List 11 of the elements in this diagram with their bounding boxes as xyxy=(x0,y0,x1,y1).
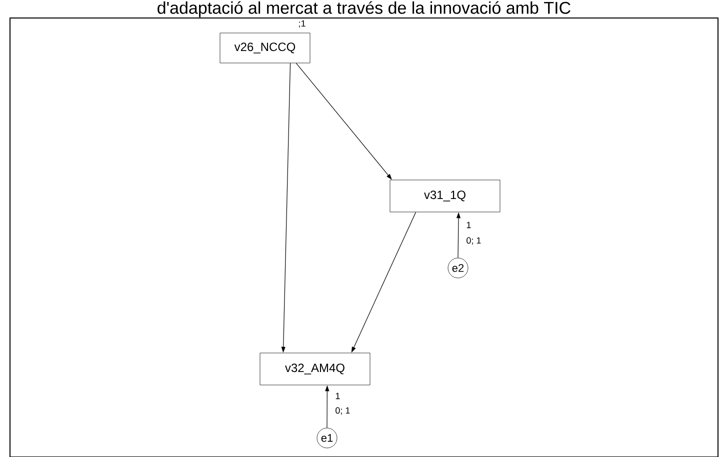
variable-box: v32_AM4Q xyxy=(260,352,370,386)
variable-box: v31_1Q xyxy=(390,180,500,212)
title: d'adaptació al mercat a través de la innovació amb TIC xyxy=(158,1,570,18)
circle-node: e1 xyxy=(316,428,338,448)
variable-box: v26_NCCQ xyxy=(220,32,310,64)
parameter-label: ;1 xyxy=(299,20,306,28)
edge-label: 1 xyxy=(336,392,340,400)
circle-node: e2 xyxy=(448,258,468,278)
edge-label: 1 xyxy=(466,222,471,228)
parameter-label: 0; 1 xyxy=(466,237,481,245)
parameter-label: 0; 1 xyxy=(336,407,350,415)
